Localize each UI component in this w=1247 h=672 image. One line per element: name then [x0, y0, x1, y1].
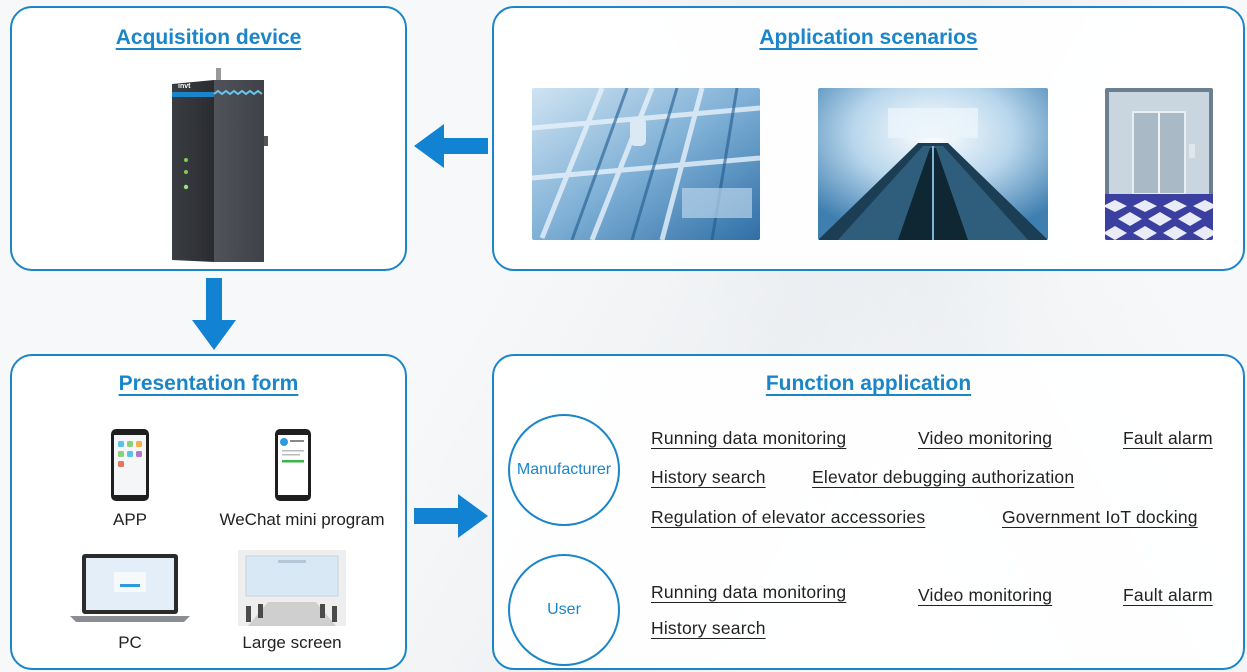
- user-function-item: Running data monitoring: [651, 582, 847, 602]
- device-blue-stripe: [172, 92, 214, 97]
- status-led: [184, 170, 188, 174]
- status-led: [183, 184, 189, 190]
- presentation-label-app: APP: [112, 510, 148, 529]
- acquisition-device-title: Acquisition device: [115, 26, 302, 49]
- laptop-icon: [70, 554, 190, 622]
- antenna-connector: [216, 68, 221, 80]
- presentation-form-panel: Presentation form APP WeChat mini progra…: [10, 354, 407, 670]
- presentation-label-wechat: WeChat mini program: [219, 510, 385, 529]
- side-connector: [264, 136, 268, 146]
- application-scenarios-title: Application scenarios: [759, 26, 978, 49]
- function-application-title: Function application: [765, 372, 972, 395]
- manufacturer-label: Manufacturer: [516, 461, 612, 478]
- application-scenarios-panel: Application scenarios: [492, 6, 1245, 271]
- presentation-form-title: Presentation form: [118, 372, 299, 395]
- status-led: [184, 158, 188, 162]
- acquisition-device-panel: Acquisition device invt: [10, 6, 407, 271]
- manufacturer-function-item: Running data monitoring: [651, 428, 847, 448]
- manufacturer-function-item: Government IoT docking: [1002, 507, 1198, 527]
- manufacturer-function-item: Video monitoring: [918, 428, 1053, 448]
- presentation-label-large-screen: Large screen: [242, 633, 342, 652]
- arrow-left-icon: [414, 124, 488, 168]
- arrow-right-icon: [414, 494, 488, 538]
- manufacturer-function-item: Regulation of elevator accessories: [651, 507, 926, 527]
- user-function-item: Fault alarm: [1123, 585, 1213, 605]
- manufacturer-circle: Manufacturer: [508, 414, 620, 526]
- device-logo-text: invt: [178, 83, 191, 90]
- function-application-panel: Function application Manufacturer Runnin…: [492, 354, 1245, 670]
- device-wave-stripe: [213, 89, 263, 96]
- manufacturer-function-item: History search: [651, 467, 766, 487]
- escalator-photo: [818, 88, 1048, 240]
- user-function-item: Video monitoring: [918, 585, 1053, 605]
- elevator-car-photo: [1105, 88, 1213, 240]
- user-function-item: History search: [651, 618, 766, 638]
- manufacturer-function-item: Elevator debugging authorization: [812, 467, 1075, 487]
- user-circle: User: [508, 554, 620, 666]
- arrow-down-icon: [192, 278, 236, 350]
- manufacturer-function-item: Fault alarm: [1123, 428, 1213, 448]
- large-screen-icon: [238, 550, 346, 626]
- presentation-label-pc: PC: [118, 633, 142, 652]
- acquisition-device-image: invt: [172, 68, 268, 262]
- device-front: [172, 80, 214, 262]
- elevator-shaft-photo: [532, 88, 760, 240]
- device-side: [214, 80, 264, 262]
- smartphone-wechat-icon: [275, 429, 311, 501]
- smartphone-app-icon: [111, 429, 149, 501]
- user-label: User: [547, 601, 581, 618]
